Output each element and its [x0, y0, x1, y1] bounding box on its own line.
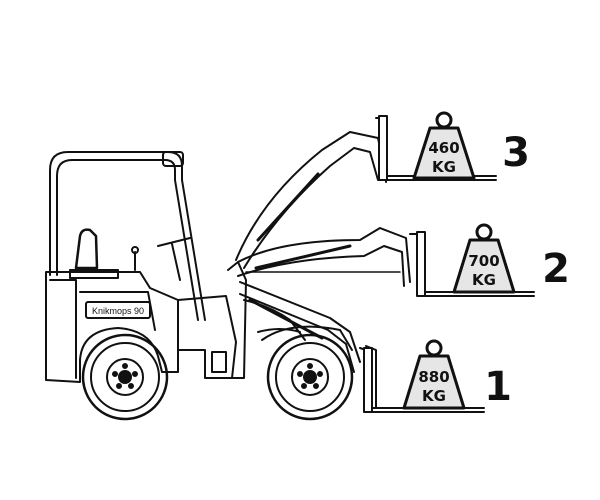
weight-unit-3: KG — [432, 158, 456, 176]
rear-body — [45, 271, 179, 383]
loader-machine — [45, 151, 354, 421]
front-wheel — [266, 333, 354, 421]
weight-value-1: 880 — [418, 368, 449, 386]
weight-position-2: 700 KG — [452, 223, 516, 294]
weight-value-3: 460 — [428, 139, 459, 157]
rops-frame — [49, 151, 206, 321]
position-number-3: 3 — [502, 130, 530, 176]
weight-value-2: 700 — [468, 252, 499, 270]
weight-unit-2: KG — [472, 271, 496, 289]
lift-arm-position-1 — [239, 281, 377, 409]
weight-position-1: 880 KG — [402, 339, 466, 410]
rear-wheel — [81, 333, 169, 421]
steering-column — [131, 237, 191, 281]
lift-arm-position-3 — [235, 117, 387, 269]
position-number-2: 2 — [542, 246, 570, 292]
brand-label: Knikmops 90 — [92, 306, 144, 316]
weight-position-3: 460 KG — [412, 111, 476, 180]
operator-seat — [69, 228, 119, 279]
weight-unit-1: KG — [422, 387, 446, 405]
position-number-1: 1 — [484, 364, 512, 410]
forks — [363, 115, 535, 413]
brand-plate — [85, 301, 151, 319]
